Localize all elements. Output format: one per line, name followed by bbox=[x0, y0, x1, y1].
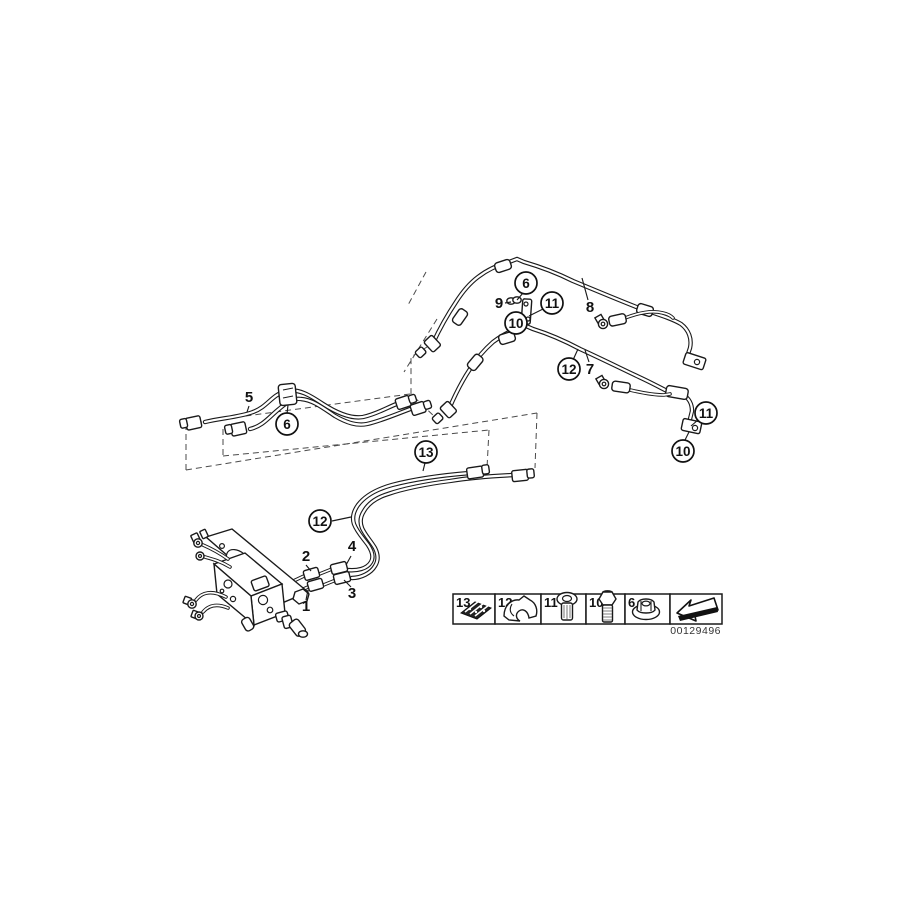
pipe-union-fitting bbox=[439, 400, 458, 419]
callout-11-top[interactable]: 11 bbox=[540, 291, 564, 315]
svg-text:6: 6 bbox=[522, 276, 530, 291]
callout-5[interactable]: 5 bbox=[245, 389, 253, 406]
callout-1[interactable]: 1 bbox=[302, 598, 310, 615]
legend-number-6: 6 bbox=[628, 595, 635, 610]
svg-text:12: 12 bbox=[312, 514, 327, 529]
callout-4[interactable]: 4 bbox=[348, 538, 357, 555]
legend-number-13: 13 bbox=[456, 595, 470, 610]
union-fitting-2b bbox=[306, 577, 325, 592]
union-fitting-3 bbox=[332, 570, 352, 586]
callouts-plain: 9 8 7 5 2 4 3 1 bbox=[245, 295, 594, 615]
pipe-assembly-13 bbox=[347, 464, 536, 578]
callout-12-upper[interactable]: 12 bbox=[557, 357, 581, 381]
callout-11-right[interactable]: 11 bbox=[694, 401, 718, 425]
callout-6-top[interactable]: 6 bbox=[514, 271, 538, 295]
banjo-hose-7 bbox=[594, 374, 672, 397]
pipe-assembly-5 bbox=[178, 382, 433, 437]
callouts-circled: 6 11 10 12 11 10 6 13 12 bbox=[275, 271, 718, 533]
callout-2[interactable]: 2 bbox=[302, 548, 310, 565]
valve-block-assembly bbox=[182, 528, 310, 638]
hex-bolt-icon bbox=[598, 590, 617, 623]
callout-leader-lines bbox=[246, 277, 699, 601]
pipe-clamp-icon bbox=[459, 600, 493, 620]
hose-assembly-8 bbox=[414, 259, 707, 371]
page-reference-arrow-icon bbox=[676, 597, 719, 622]
callout-12-lower[interactable]: 12 bbox=[308, 509, 332, 533]
callout-10-top[interactable]: 10 bbox=[504, 311, 528, 335]
banjo-hoses-upper-left bbox=[190, 528, 232, 569]
tube-clip-icon bbox=[503, 595, 538, 622]
legend-number-11: 11 bbox=[544, 595, 558, 610]
svg-text:11: 11 bbox=[699, 406, 714, 421]
banjo-hose-8 bbox=[593, 310, 675, 330]
callout-13[interactable]: 13 bbox=[414, 440, 438, 464]
diagram-part-number: 00129496 bbox=[670, 625, 721, 637]
pipe-union-fitting bbox=[423, 334, 442, 353]
svg-text:11: 11 bbox=[545, 296, 560, 311]
fastener-legend: 13 12 11 10 6 bbox=[452, 590, 723, 625]
svg-text:10: 10 bbox=[675, 444, 690, 459]
hose-assembly-7 bbox=[431, 326, 703, 435]
svg-text:10: 10 bbox=[508, 316, 523, 331]
banjo-hoses-lower-left bbox=[182, 590, 230, 621]
svg-text:13: 13 bbox=[418, 445, 434, 460]
flange-nut-icon bbox=[631, 598, 661, 621]
callout-3[interactable]: 3 bbox=[348, 585, 356, 602]
svg-text:12: 12 bbox=[561, 362, 576, 377]
svg-text:6: 6 bbox=[283, 417, 291, 432]
countersunk-screw-icon bbox=[556, 591, 578, 621]
callout-10-right[interactable]: 10 bbox=[671, 439, 695, 463]
callout-9[interactable]: 9 bbox=[495, 295, 503, 312]
callout-6-left[interactable]: 6 bbox=[275, 412, 299, 436]
dashed-projection-lines bbox=[185, 271, 538, 471]
callout-8[interactable]: 8 bbox=[586, 299, 594, 316]
hose-end-bracket-8 bbox=[682, 352, 707, 371]
connector-pipes-1-2-3-4 bbox=[285, 560, 352, 597]
pipe-clamp-6 bbox=[277, 382, 298, 407]
callout-7[interactable]: 7 bbox=[586, 361, 594, 378]
